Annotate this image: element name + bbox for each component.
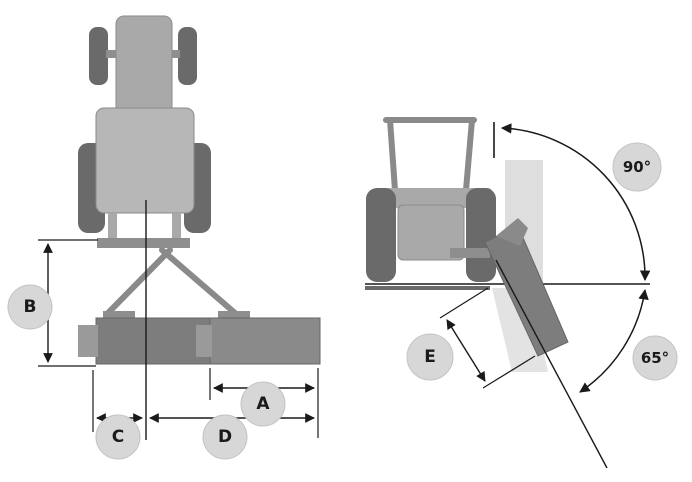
label-e-badge: E [406,333,454,381]
angle-90-badge: 90° [612,142,662,192]
rear-hitch [450,248,490,258]
label-e: E [424,347,436,367]
rear-fender [378,188,492,208]
label-d: D [218,427,232,447]
label-b: B [24,297,37,317]
label-d-badge: D [202,414,248,460]
hitch-post-right [172,213,181,241]
tractor-cab [95,107,195,214]
rear-view: 90° 65° E [365,117,678,469]
mower-gearbox [196,325,212,357]
mower-right-section [209,317,321,365]
mower-left-section [95,317,211,365]
top-view: B A C D [7,15,321,460]
rear-left-wheel [366,188,396,282]
angle-65-label: 65° [641,349,669,367]
label-c-badge: C [95,414,141,460]
label-c: C [112,427,124,447]
mower-left-cap [78,325,98,357]
label-a: A [256,394,270,414]
tractor-rear-body [397,204,465,261]
arc-65 [579,288,649,393]
cab-frame [383,117,477,193]
linkage-arms [105,247,238,316]
arc-90 [500,123,651,282]
dimension-e [439,287,536,389]
front-left-tire [89,27,108,85]
arm-mount-left [103,311,135,320]
label-a-badge: A [240,381,286,427]
arm-mount-right [218,311,250,320]
label-b-badge: B [7,284,53,330]
angle-90-label: 90° [623,158,651,176]
hitch-post-left [108,213,117,241]
drawbar [97,238,190,248]
front-right-tire [178,27,197,85]
tractor-hood [115,15,173,117]
angle-65-badge: 65° [632,335,678,381]
rear-right-wheel [466,188,496,282]
angle-reference-line [495,259,608,469]
